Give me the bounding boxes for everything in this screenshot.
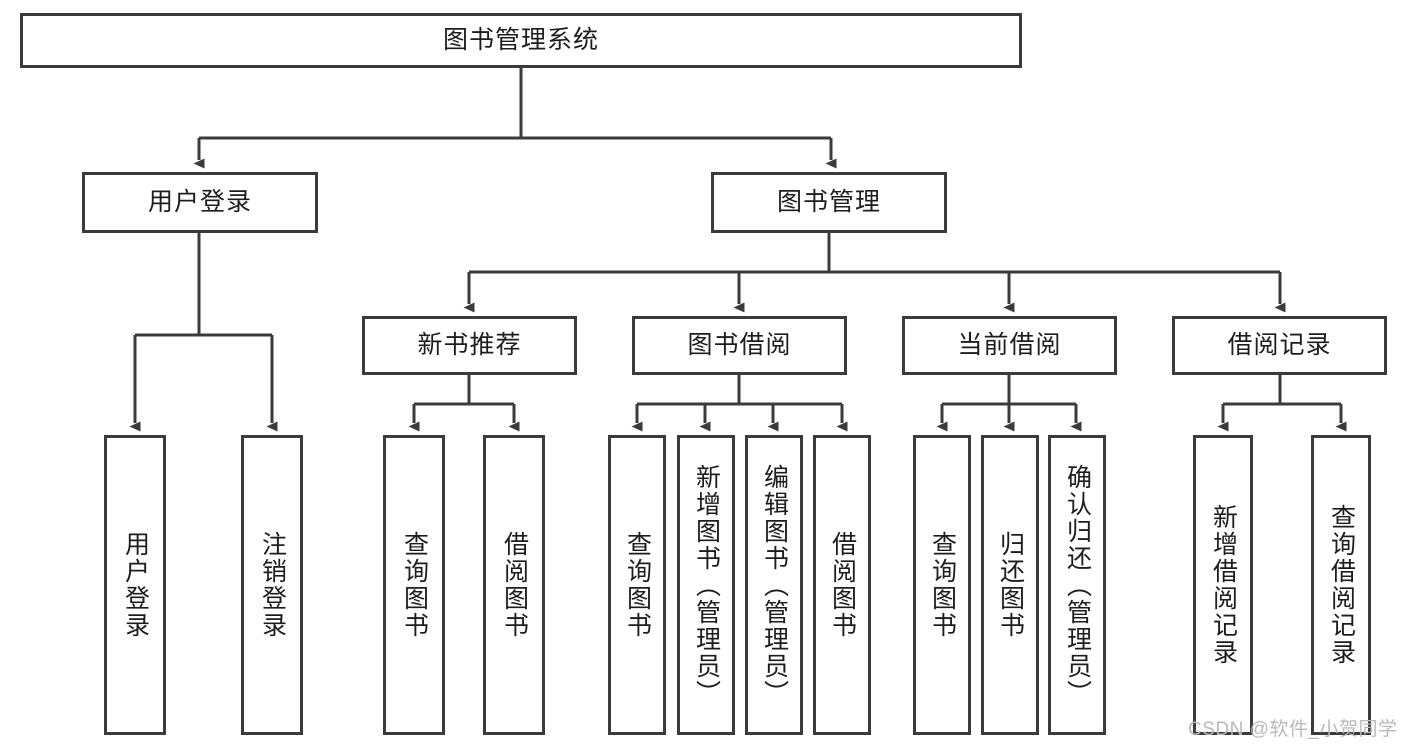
leaf-add-book[interactable]: 新增图书（管理员） xyxy=(677,435,735,735)
leaf-borrow-book-2[interactable]: 借阅图书 xyxy=(813,435,871,735)
leaf-edit-book-label: 编辑图书（管理员） xyxy=(760,463,789,707)
leaf-borrow-book-2-label: 借阅图书 xyxy=(828,531,857,639)
node-borrow-record[interactable]: 借阅记录 xyxy=(1172,316,1387,375)
node-book-manage[interactable]: 图书管理 xyxy=(711,172,947,233)
node-root-label: 图书管理系统 xyxy=(442,26,599,55)
leaf-add-book-label: 新增图书（管理员） xyxy=(692,463,721,707)
node-current-borrow-label: 当前借阅 xyxy=(957,331,1062,360)
node-book-manage-label: 图书管理 xyxy=(776,188,881,217)
leaf-edit-book[interactable]: 编辑图书（管理员） xyxy=(745,435,803,735)
node-current-borrow[interactable]: 当前借阅 xyxy=(902,316,1117,375)
node-root[interactable]: 图书管理系统 xyxy=(20,13,1022,68)
leaf-borrow-book-1[interactable]: 借阅图书 xyxy=(483,435,545,735)
node-new-book-recommend[interactable]: 新书推荐 xyxy=(362,316,577,375)
leaf-user-login-label: 用户登录 xyxy=(121,531,150,639)
leaf-return-book-label: 归还图书 xyxy=(996,531,1025,639)
node-new-book-recommend-label: 新书推荐 xyxy=(417,331,522,360)
leaf-borrow-book-1-label: 借阅图书 xyxy=(500,531,529,639)
leaf-query-book-3-label: 查询图书 xyxy=(928,531,957,639)
leaf-add-record-label: 新增借阅记录 xyxy=(1209,504,1238,666)
leaf-user-logout[interactable]: 注销登录 xyxy=(241,435,303,735)
leaf-return-book[interactable]: 归还图书 xyxy=(981,435,1039,735)
node-borrow-record-label: 借阅记录 xyxy=(1227,331,1332,360)
leaf-query-record[interactable]: 查询借阅记录 xyxy=(1311,435,1371,735)
leaf-query-record-label: 查询借阅记录 xyxy=(1327,504,1356,666)
leaf-query-book-3[interactable]: 查询图书 xyxy=(913,435,971,735)
watermark: CSDN @软件_小贺同学 xyxy=(1188,719,1398,740)
node-book-borrow-label: 图书借阅 xyxy=(687,331,792,360)
node-book-borrow[interactable]: 图书借阅 xyxy=(632,316,847,375)
leaf-query-book-1[interactable]: 查询图书 xyxy=(383,435,445,735)
leaf-query-book-1-label: 查询图书 xyxy=(400,531,429,639)
node-user-login-label: 用户登录 xyxy=(147,188,252,217)
leaf-query-book-2-label: 查询图书 xyxy=(623,531,652,639)
node-user-login[interactable]: 用户登录 xyxy=(82,172,318,233)
leaf-confirm-return-label: 确认归还（管理员） xyxy=(1063,463,1092,707)
leaf-user-logout-label: 注销登录 xyxy=(258,531,287,639)
leaf-query-book-2[interactable]: 查询图书 xyxy=(608,435,666,735)
leaf-user-login[interactable]: 用户登录 xyxy=(104,435,166,735)
leaf-confirm-return[interactable]: 确认归还（管理员） xyxy=(1048,435,1106,735)
leaf-add-record[interactable]: 新增借阅记录 xyxy=(1193,435,1253,735)
